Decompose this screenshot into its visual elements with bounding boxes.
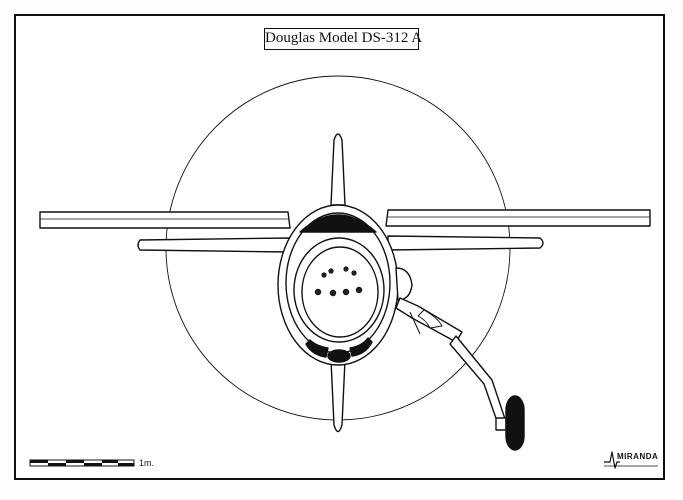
main-wing — [39, 209, 651, 229]
oil-cooler — [395, 267, 413, 301]
logo: MIRANDA — [617, 452, 659, 461]
ventral-fin — [330, 359, 346, 433]
canopy — [299, 214, 377, 233]
logo-mark — [604, 451, 620, 469]
scale-label: 1m. — [139, 458, 155, 468]
vertical-fin — [330, 133, 346, 206]
engine-cowling-inner — [301, 246, 379, 338]
horizontal-tailplane — [137, 235, 544, 253]
engine-cowling — [293, 237, 385, 343]
chin-intakes — [305, 337, 373, 363]
exhaust-stacks — [314, 266, 363, 297]
landing-gear — [395, 297, 507, 431]
drawing-title: Douglas Model DS-312 A — [264, 28, 422, 50]
scale-bar — [29, 459, 135, 467]
main-wheel — [505, 395, 525, 451]
